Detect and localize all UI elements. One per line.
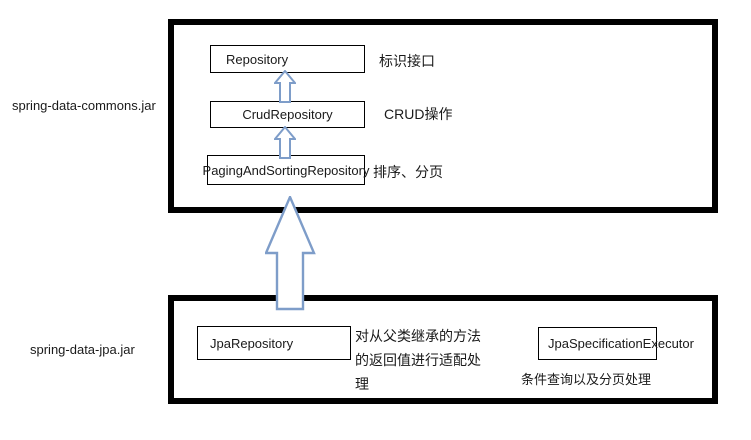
note-crud-repository: CRUD操作	[384, 106, 453, 122]
inheritance-arrow-icon-crud-to-repository	[274, 70, 296, 103]
interface-name-jpa-specification-executor: JpaSpecificationExecutor	[548, 336, 694, 351]
interface-name-paging-and-sorting-repository: PagingAndSortingRepository	[202, 162, 370, 178]
interface-name-crud-repository: CrudRepository	[242, 107, 333, 122]
note-paging-and-sorting-repository: 排序、分页	[373, 164, 443, 180]
interface-box-crud-repository: CrudRepository	[210, 101, 365, 128]
inheritance-arrow-icon-jpa-to-paging	[265, 196, 316, 311]
note-jpa-repository: 对从父类继承的方法的返回值进行适配处理	[355, 328, 481, 392]
jpa-jar-container-box	[168, 295, 718, 404]
commons-jar-container-box	[168, 19, 718, 213]
interface-name-jpa-repository: JpaRepository	[210, 335, 294, 351]
note-repository: 标识接口	[379, 53, 435, 69]
interface-box-paging-and-sorting-repository: PagingAndSortingRepository	[203, 155, 369, 185]
interface-box-repository: Repository	[210, 45, 365, 73]
interface-name-repository: Repository	[226, 51, 289, 67]
note-jpa-specification-executor: 条件查询以及分页处理	[521, 372, 652, 387]
jar-label-spring-data-commons: spring-data-commons.jar	[12, 98, 156, 113]
interface-box-jpa-specification-executor: JpaSpecificationExecutor	[538, 327, 694, 360]
jar-label-spring-data-jpa: spring-data-jpa.jar	[30, 342, 135, 357]
inheritance-arrow-icon-paging-to-crud	[274, 126, 296, 159]
interface-box-jpa-repository: JpaRepository	[197, 326, 351, 360]
